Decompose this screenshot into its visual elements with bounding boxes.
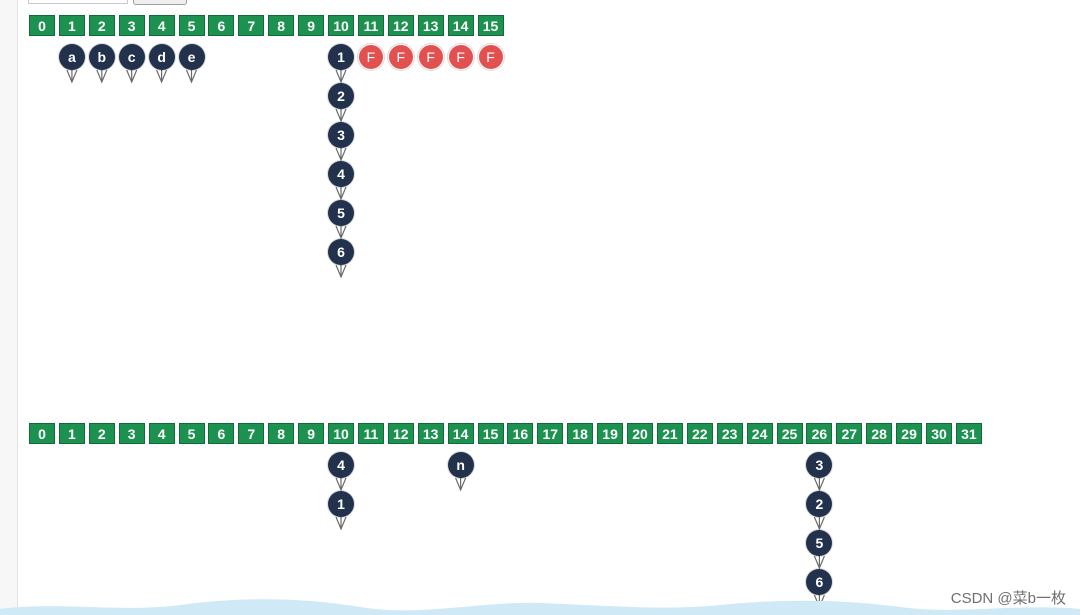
bucket-cell: 15 xyxy=(477,15,504,36)
bucket-cell: 10 xyxy=(328,15,354,36)
full-marker-node: F xyxy=(417,44,444,70)
bucket-cell: 7 xyxy=(238,423,265,444)
text-input[interactable] xyxy=(28,0,128,4)
bucket-cell: 1 xyxy=(58,15,85,36)
bucket-cell: 29 xyxy=(896,423,923,444)
bucket-cell: 8 xyxy=(268,15,295,36)
chain-node: 5 xyxy=(328,200,354,226)
bucket-cell: 3 xyxy=(118,423,145,444)
bucket-cell: 5 xyxy=(178,423,205,444)
chain-node: d xyxy=(148,44,175,70)
full-marker-node: F xyxy=(387,44,414,70)
bucket-cell: 26 xyxy=(806,423,833,444)
chain-node: b xyxy=(88,44,115,70)
chain-node: c xyxy=(118,44,145,70)
bucket-cell: 24 xyxy=(746,423,773,444)
bucket-cell: 19 xyxy=(597,423,624,444)
left-scroll-rail xyxy=(0,0,18,615)
chain-node: 4 xyxy=(328,452,354,478)
bucket-cell: 0 xyxy=(29,423,55,444)
bucket-cell: 2 xyxy=(88,15,115,36)
bottom-wave-decoration xyxy=(0,599,1080,615)
bucket-cell: 2 xyxy=(88,423,115,444)
chain-node: 6 xyxy=(328,239,354,265)
bucket-cell: 30 xyxy=(926,423,952,444)
bucket-cell: 13 xyxy=(417,15,444,36)
chain-node: 3 xyxy=(328,122,354,148)
bucket-cell: 14 xyxy=(447,423,474,444)
bucket-cell: 23 xyxy=(716,423,743,444)
bucket-cell: 6 xyxy=(208,423,235,444)
action-button[interactable] xyxy=(133,0,187,5)
bucket-cell: 13 xyxy=(417,423,444,444)
chain-node: 3 xyxy=(806,452,833,478)
bucket-cell: 4 xyxy=(148,423,175,444)
bucket-cell: 28 xyxy=(866,423,893,444)
chain-node: 1 xyxy=(328,491,354,517)
bucket-cell: 20 xyxy=(627,423,653,444)
chain-node: 1 xyxy=(328,44,354,70)
chain-node: 4 xyxy=(328,161,354,187)
full-marker-node: F xyxy=(447,44,474,70)
bucket-cell: 5 xyxy=(178,15,205,36)
bucket-cell: 10 xyxy=(328,423,354,444)
bucket-cell: 1 xyxy=(58,423,85,444)
full-marker-node: F xyxy=(477,44,504,70)
bucket-cell: 25 xyxy=(776,423,803,444)
chain-node: 5 xyxy=(806,530,833,556)
bucket-cell: 31 xyxy=(955,423,982,444)
full-marker-node: F xyxy=(357,44,384,70)
bucket-cell: 14 xyxy=(447,15,474,36)
bucket-cell: 7 xyxy=(238,15,265,36)
bucket-cell: 12 xyxy=(387,423,414,444)
bucket-cell: 0 xyxy=(29,15,55,36)
bucket-cell: 27 xyxy=(836,423,863,444)
bucket-cell: 8 xyxy=(268,423,295,444)
bucket-cell: 21 xyxy=(656,423,683,444)
bucket-cell: 22 xyxy=(686,423,713,444)
bucket-cell: 3 xyxy=(118,15,145,36)
chain-node: a xyxy=(58,44,85,70)
bucket-cell: 17 xyxy=(537,423,564,444)
bucket-cell: 12 xyxy=(387,15,414,36)
bucket-cell: 11 xyxy=(357,423,384,444)
bucket-cell: 4 xyxy=(148,15,175,36)
chain-node: 2 xyxy=(806,491,833,517)
bucket-cell: 16 xyxy=(507,423,534,444)
bucket-cell: 18 xyxy=(567,423,594,444)
bucket-cell: 11 xyxy=(357,15,384,36)
bucket-cell: 15 xyxy=(477,423,504,444)
bucket-cell: 9 xyxy=(298,15,325,36)
chain-node: 2 xyxy=(328,83,354,109)
chain-node: n xyxy=(447,452,474,478)
watermark: CSDN @菜b一枚 xyxy=(950,590,1066,607)
chain-node: e xyxy=(178,44,205,70)
bucket-cell: 6 xyxy=(208,15,235,36)
chain-node: 6 xyxy=(806,569,833,595)
bucket-cell: 9 xyxy=(298,423,325,444)
